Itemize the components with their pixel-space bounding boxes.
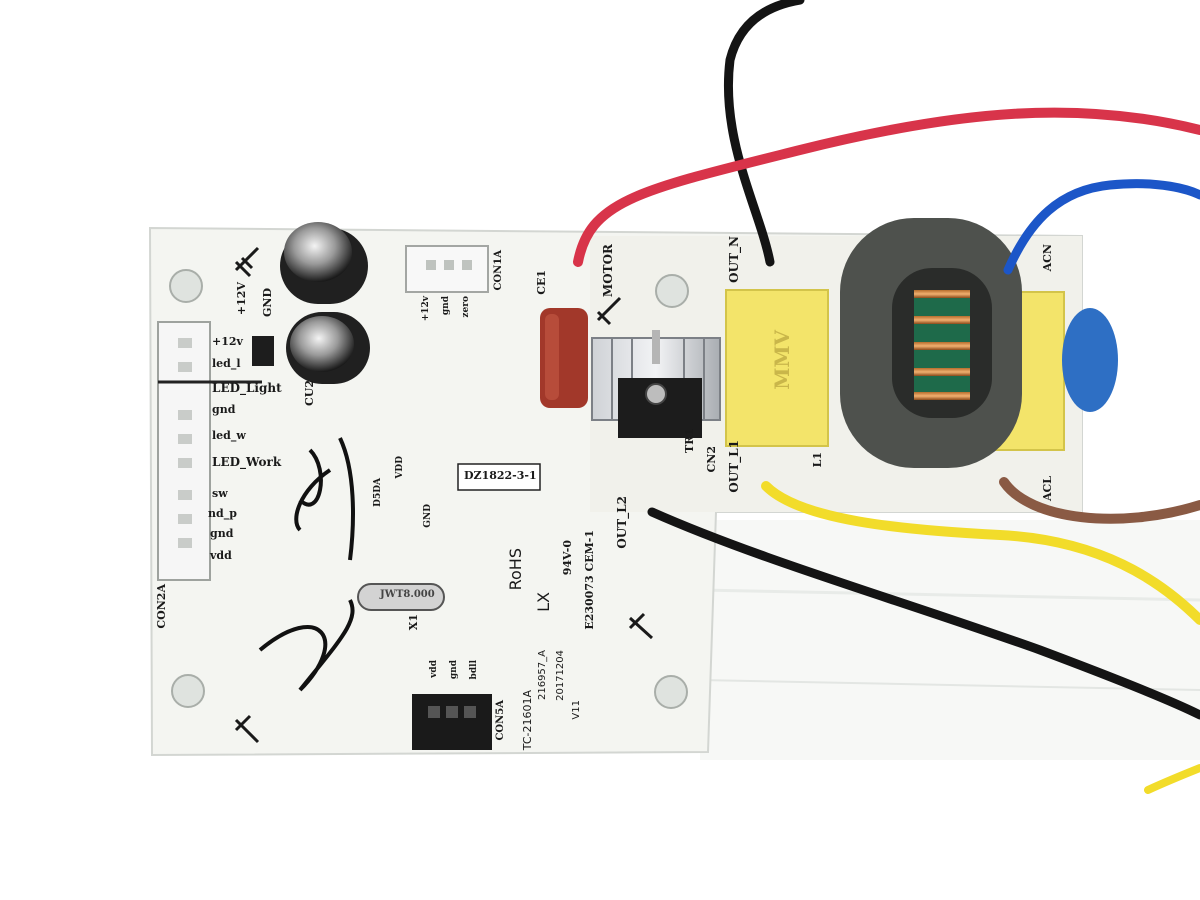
label-gnd-2: gnd — [210, 527, 234, 540]
label-tr1: TR1 — [683, 428, 696, 453]
label-top-gnd: GND — [261, 288, 274, 317]
wire-yellow-end — [1144, 764, 1200, 794]
label-con1a-pin: +12v — [421, 296, 431, 322]
mount-hole — [655, 274, 689, 308]
label-acn: ACN — [1041, 244, 1054, 272]
mount-hole — [171, 674, 205, 708]
label-con5a-pin: vdd — [429, 660, 439, 678]
label-cert: E230073 CEM-1 — [583, 530, 596, 630]
mount-hole — [654, 675, 688, 709]
ptc-block — [725, 289, 829, 447]
label-gnd-3: GND — [423, 504, 433, 528]
label-choke-mark: MMV — [770, 330, 794, 390]
label-crystal: JWT8.000 — [380, 589, 435, 600]
label-code-box: DZ1822-3-1 — [464, 469, 537, 482]
label-top-12v: +12V — [235, 282, 248, 316]
label-ce1: CE1 — [535, 270, 548, 295]
label-out-l1: OUT_L1 — [727, 440, 741, 493]
label-con5a-pin: bdll — [469, 660, 479, 680]
label-led-work: LED_Work — [212, 455, 282, 469]
label-part-no: TC-21601A — [521, 690, 534, 751]
crystal-oscillator — [357, 583, 445, 611]
label-led-l: led_l — [212, 357, 241, 370]
wire-blue — [1003, 179, 1200, 275]
label-vdd: vdd — [210, 549, 232, 562]
label-out-n: OUT_N — [727, 236, 741, 283]
label-sw: sw — [212, 487, 228, 500]
transistor — [252, 336, 274, 366]
label-x1: X1 — [407, 614, 420, 631]
label-date-code: 20171204 — [555, 650, 566, 701]
label-led-w: led_w — [212, 429, 246, 442]
label-gnd-1: gnd — [212, 403, 236, 416]
wire-black-2 — [647, 507, 1200, 720]
screw-icon — [234, 246, 654, 744]
electrolytic-capacitor — [280, 222, 368, 304]
label-l1: L1 — [811, 452, 824, 468]
label-con2a: CON2A — [155, 584, 168, 629]
wire-yellow — [761, 481, 1200, 625]
connector-con1a — [405, 245, 489, 293]
label-rohs: RoHS — [506, 548, 525, 591]
label-motor: MOTOR — [601, 244, 615, 298]
wire-black — [723, 0, 805, 267]
label-lx: LX — [534, 592, 553, 612]
y-capacitor — [1062, 308, 1118, 412]
connector-con5a — [412, 694, 492, 750]
label-con5a: CON5A — [495, 700, 506, 741]
label-con1a-pin: zero — [461, 296, 471, 318]
label-con1a: CON1A — [493, 250, 504, 291]
wire-brown — [999, 477, 1200, 524]
label-nd-p: nd_p — [208, 507, 237, 520]
label-12v: +12v — [212, 335, 243, 348]
label-cu2: CU2 — [303, 380, 316, 407]
label-cn2: CN2 — [705, 446, 718, 473]
electrolytic-capacitor — [286, 312, 370, 384]
label-con5a-pin: gnd — [449, 660, 459, 680]
label-d5da: D5DA — [373, 478, 383, 507]
common-mode-choke — [840, 218, 1022, 468]
mount-hole — [169, 269, 203, 303]
label-con1a-pin: gnd — [441, 296, 451, 316]
handwriting — [294, 448, 332, 532]
label-out-l2: OUT_L2 — [615, 496, 629, 549]
label-part-no-2: 216957_A — [537, 650, 548, 701]
label-vdd-2: VDD — [395, 456, 405, 479]
label-94v0: 94V-0 — [561, 540, 574, 576]
label-led-light: LED_Light — [212, 381, 282, 395]
wire-red — [573, 107, 1200, 267]
label-acl: ACL — [1041, 476, 1054, 502]
label-version: V11 — [571, 700, 582, 720]
